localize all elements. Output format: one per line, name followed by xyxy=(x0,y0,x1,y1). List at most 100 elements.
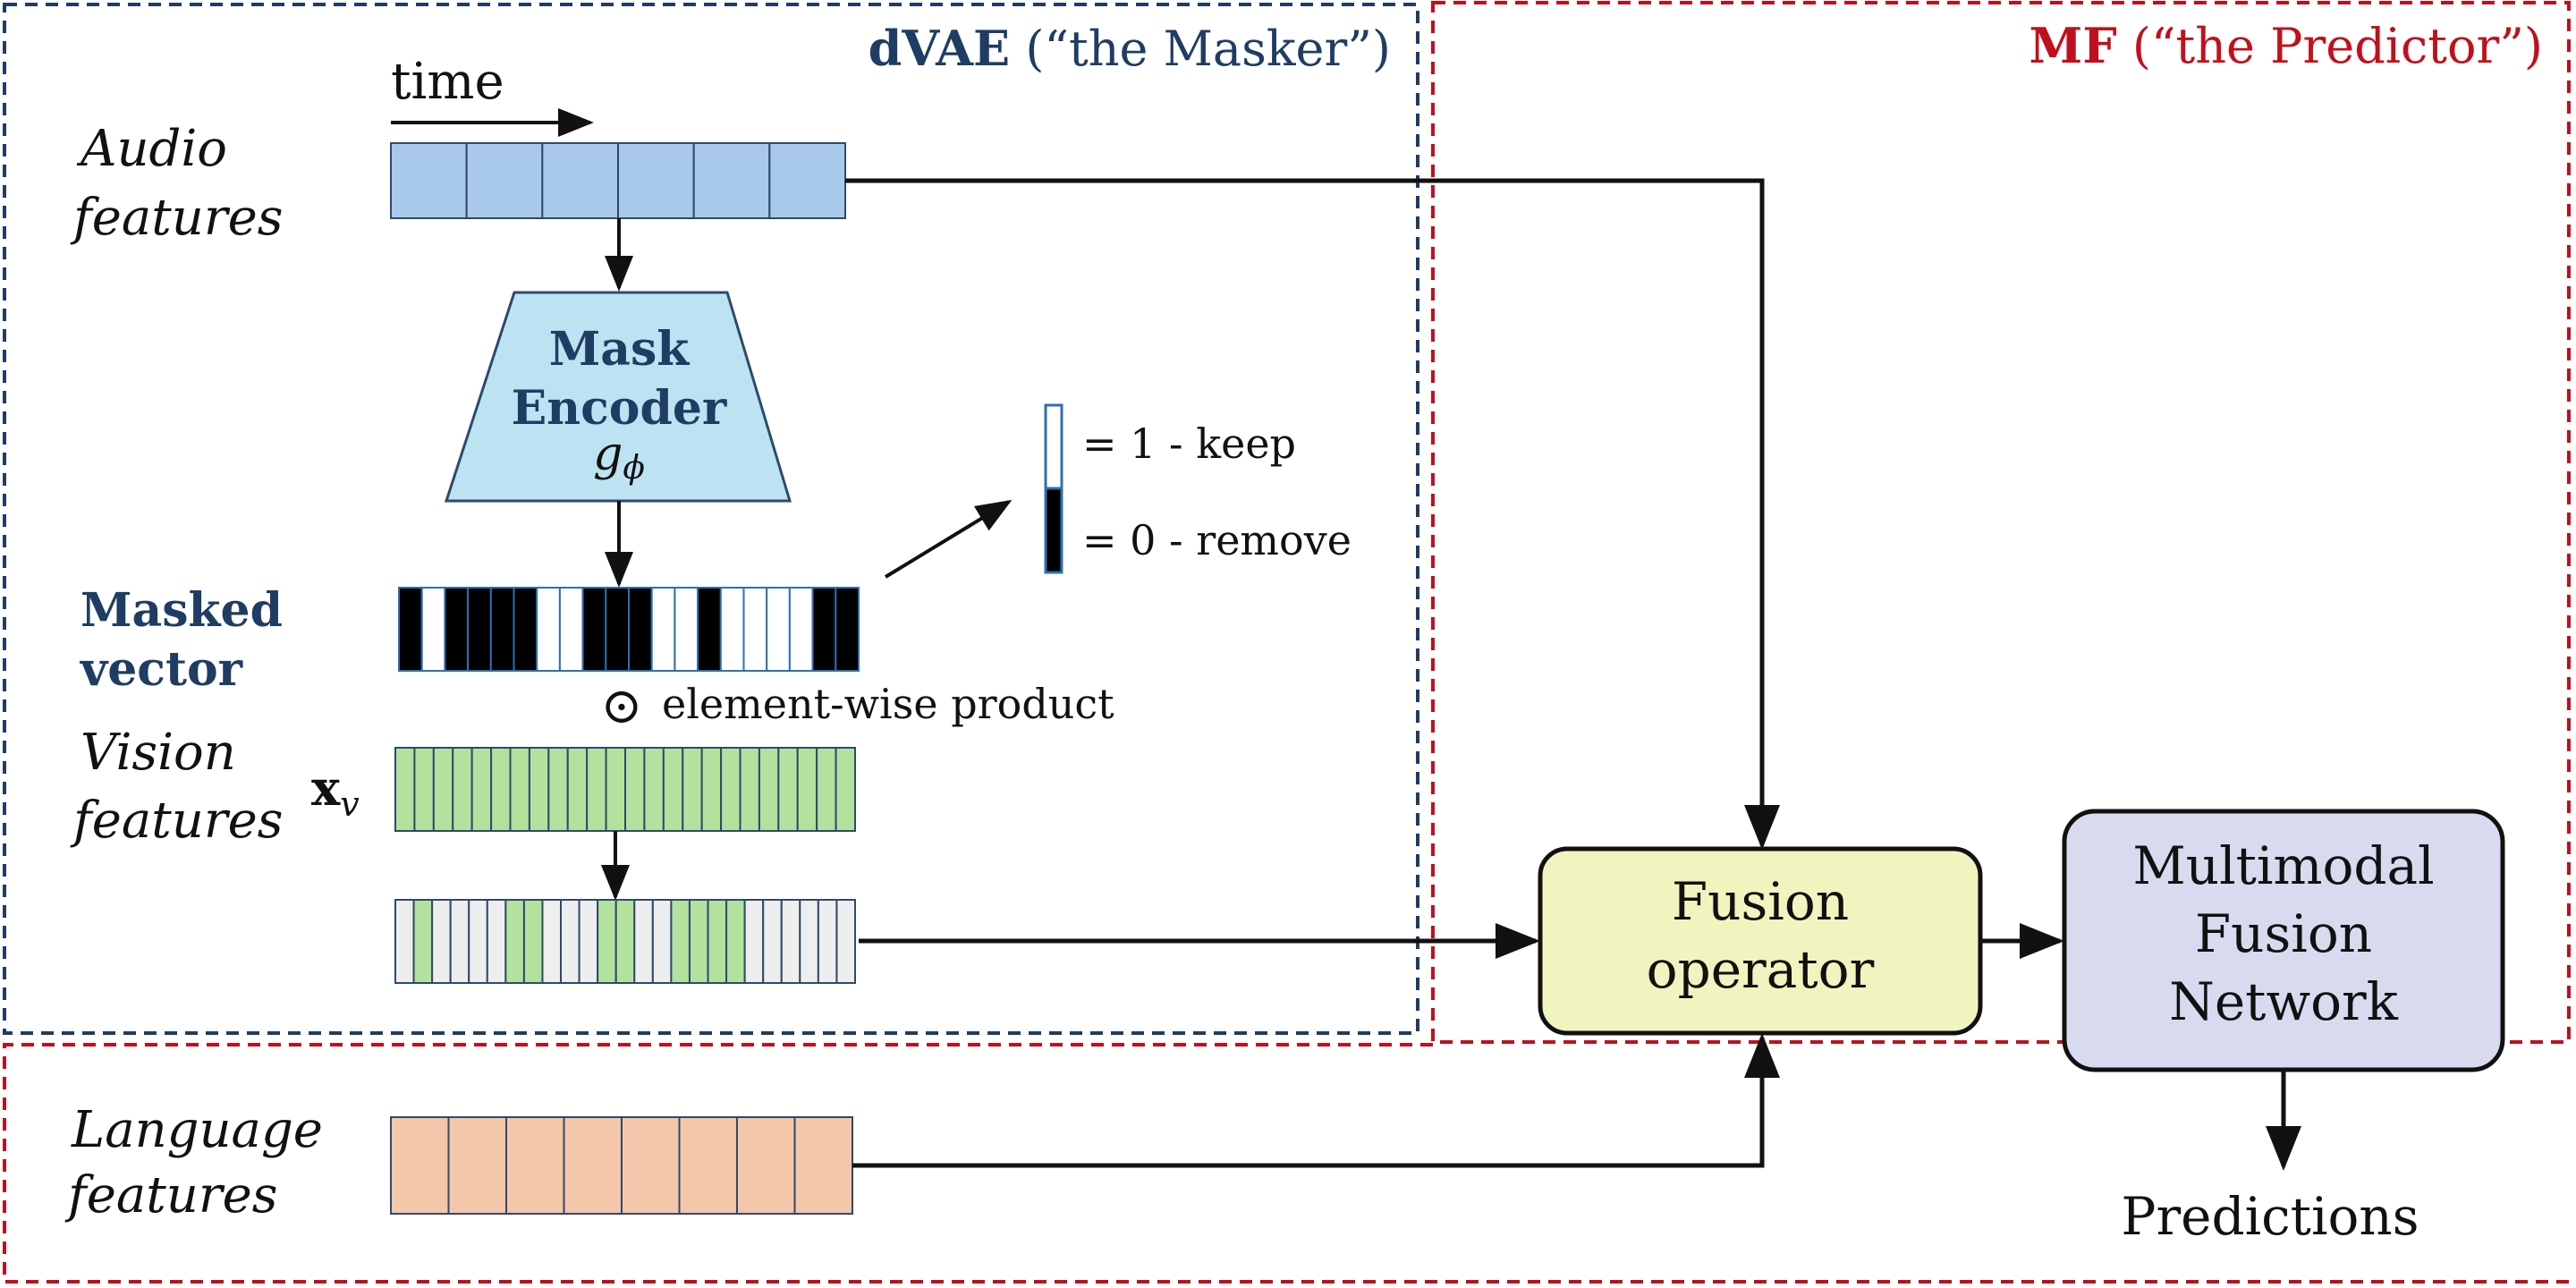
fusion-operator-label: Fusion xyxy=(1672,871,1849,932)
mask-cell xyxy=(697,587,722,672)
vision-feature-cell xyxy=(835,747,857,832)
mask-cell xyxy=(489,587,515,672)
masked-vision-cell xyxy=(799,899,819,984)
vision-feature-cell xyxy=(796,747,818,832)
masked-vector xyxy=(398,587,860,672)
mask-cell xyxy=(650,587,676,672)
vision-features-label: Vision xyxy=(80,724,236,782)
mask-cell xyxy=(444,587,470,672)
vision-feature-cell xyxy=(528,747,550,832)
audio-feature-cell xyxy=(541,142,620,219)
audio-features-label: Audio xyxy=(76,120,227,178)
mask-cell xyxy=(420,587,446,672)
mf-predictor-region-lower xyxy=(3,1043,2569,1284)
dvae-region-title: dVAE (“the Masker”) xyxy=(869,20,1391,77)
mfn-label-3: Network xyxy=(2169,971,2399,1032)
arrow-audio-to-fusion xyxy=(845,178,1780,850)
vision-feature-cell xyxy=(470,747,493,832)
mask-cell xyxy=(719,587,745,672)
language-features-label-2: features xyxy=(64,1166,277,1224)
vision-feature-cell xyxy=(624,747,646,832)
element-wise-product-label: element-wise product xyxy=(662,680,1114,728)
legend-keep-swatch xyxy=(1044,403,1063,490)
vision-feature-cell xyxy=(643,747,665,832)
masked-vision-cell xyxy=(504,899,525,984)
vision-feature-vector xyxy=(394,747,857,832)
language-feature-cell xyxy=(505,1116,565,1215)
vision-feature-cell xyxy=(452,747,473,832)
language-feature-cell xyxy=(621,1116,681,1215)
masked-vision-cell xyxy=(762,899,783,984)
vision-feature-cell xyxy=(413,747,435,832)
mask-cell xyxy=(536,587,561,672)
masked-vision-cell xyxy=(578,899,599,984)
masked-vision-cell xyxy=(431,899,452,984)
vision-symbol: xv xyxy=(311,759,360,824)
language-features-label: Language xyxy=(71,1101,323,1159)
vision-features-label-2: features xyxy=(70,792,283,850)
vision-feature-cell xyxy=(700,747,723,832)
language-feature-cell xyxy=(447,1116,507,1215)
vision-feature-cell xyxy=(432,747,454,832)
mask-cell xyxy=(835,587,860,672)
mask-cell xyxy=(605,587,630,672)
predictions-label: Predictions xyxy=(2121,1186,2419,1247)
mfn-label: Multimodal xyxy=(2132,835,2434,896)
language-feature-vector xyxy=(390,1116,853,1215)
mask-cell xyxy=(628,587,653,672)
time-label: time xyxy=(391,53,504,111)
vision-feature-cell xyxy=(682,747,703,832)
mask-encoder-title-2: Encoder xyxy=(512,381,727,436)
masked-vision-cell xyxy=(449,899,470,984)
mask-cell xyxy=(558,587,584,672)
masked-vision-cell xyxy=(394,899,415,984)
arrow-mask-to-legend xyxy=(884,499,1013,579)
masked-vision-cell xyxy=(835,899,857,984)
masked-vision-cell xyxy=(468,899,488,984)
masked-vector-label: Masked xyxy=(80,583,283,638)
mask-cell xyxy=(674,587,699,672)
audio-feature-cell xyxy=(465,142,544,219)
masked-vision-vector xyxy=(394,899,857,984)
masked-vision-cell xyxy=(780,899,801,984)
vision-feature-cell xyxy=(758,747,780,832)
masked-vision-cell xyxy=(560,899,580,984)
masked-vision-cell xyxy=(651,899,673,984)
mask-encoder-title: Mask xyxy=(549,322,691,377)
masked-vision-cell xyxy=(633,899,654,984)
vision-feature-cell xyxy=(605,747,627,832)
mask-cell xyxy=(788,587,814,672)
masked-vision-cell xyxy=(670,899,691,984)
language-feature-cell xyxy=(563,1116,623,1215)
audio-feature-cell xyxy=(617,142,695,219)
mask-cell xyxy=(581,587,607,672)
masked-vision-cell xyxy=(522,899,544,984)
arrow-language-to-fusion xyxy=(852,1033,1780,1168)
vision-feature-cell xyxy=(586,747,607,832)
masked-vision-cell xyxy=(614,899,636,984)
vision-feature-cell xyxy=(777,747,799,832)
audio-feature-cell xyxy=(768,142,847,219)
masked-vision-cell xyxy=(541,899,563,984)
audio-features-label-2: features xyxy=(70,189,283,247)
fusion-operator-label-2: operator xyxy=(1647,939,1875,1000)
mask-cell xyxy=(398,587,423,672)
audio-feature-vector xyxy=(390,142,847,219)
mask-encoder-symbol: gϕ xyxy=(593,428,645,487)
legend-keep-label: = 1 - keep xyxy=(1082,419,1296,468)
mask-cell xyxy=(766,587,791,672)
legend-remove-swatch xyxy=(1044,487,1063,574)
element-wise-product-symbol: ⊙ xyxy=(601,677,643,735)
mask-cell xyxy=(467,587,492,672)
vision-feature-cell xyxy=(662,747,684,832)
language-feature-cell xyxy=(736,1116,796,1215)
dvae-masker-region xyxy=(3,3,1419,1035)
mf-region-title: MF (“the Predictor”) xyxy=(2029,17,2543,74)
language-feature-cell xyxy=(678,1116,738,1215)
vision-feature-cell xyxy=(720,747,741,832)
masked-vision-cell xyxy=(817,899,838,984)
vision-feature-cell xyxy=(547,747,569,832)
mfn-label-2: Fusion xyxy=(2195,903,2372,964)
audio-feature-cell xyxy=(390,142,468,219)
